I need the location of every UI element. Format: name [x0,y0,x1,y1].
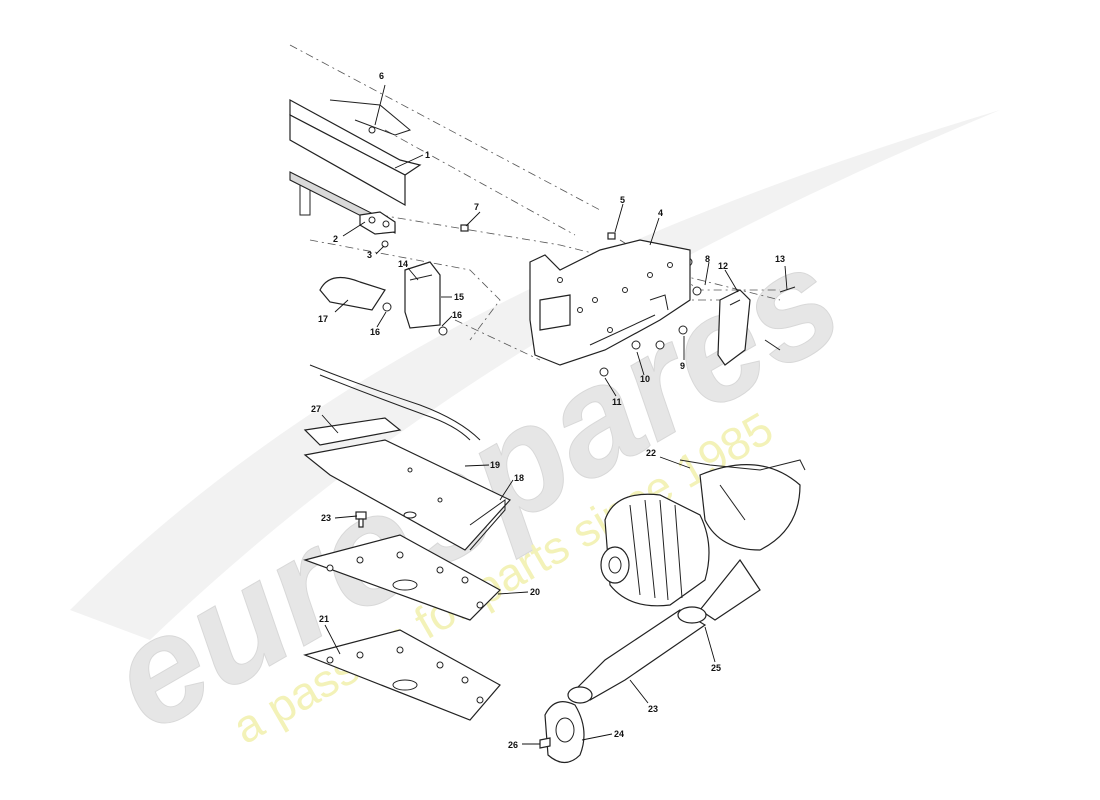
callout-22: 22 [646,448,656,458]
callout-26: 26 [508,740,518,750]
callout-15: 15 [454,292,464,302]
callout-16-b: 16 [370,327,380,337]
frame-rail-assembly [289,98,422,248]
callout-3: 3 [367,250,372,260]
callout-23-b: 23 [648,704,658,714]
callout-6: 6 [379,71,384,81]
callout-7: 7 [474,202,479,212]
tray-18 [303,417,511,551]
callout-8: 8 [705,254,710,264]
callout-5: 5 [620,195,625,205]
callout-16-a: 16 [452,310,462,320]
callout-19: 19 [490,460,500,470]
bracket-14 [404,261,441,329]
callout-17: 17 [318,314,328,324]
callout-25: 25 [711,663,721,673]
plate-21 [303,629,501,721]
plate-20 [302,534,501,621]
callout-23-a: 23 [321,513,331,523]
leader-lines [321,84,788,745]
callout-14: 14 [398,259,408,269]
callout-27: 27 [311,404,321,414]
callout-12: 12 [718,261,728,271]
callout-labels: 1 2 3 4 5 6 7 8 9 10 11 12 13 14 15 16 1… [311,71,785,750]
watermark: eurospares a passion for parts since 198… [70,110,1000,763]
callout-9: 9 [680,361,685,371]
callout-2: 2 [333,234,338,244]
callout-1: 1 [425,150,430,160]
callout-13: 13 [775,254,785,264]
mounting-plate-4 [529,239,691,377]
crossmember [309,364,481,441]
bracket-17 [319,276,386,311]
watermark-swoosh [70,110,1000,640]
callout-10: 10 [640,374,650,384]
callout-21: 21 [319,614,329,624]
bracket-12 [717,289,781,366]
callout-18: 18 [514,473,524,483]
callout-24: 24 [614,729,624,739]
bolt-23 [355,511,367,528]
callout-4: 4 [658,208,663,218]
callout-20: 20 [530,587,540,597]
air-duct [539,558,761,764]
alternator [600,493,710,607]
fan-shroud-22 [679,459,806,551]
callout-11: 11 [612,397,622,407]
